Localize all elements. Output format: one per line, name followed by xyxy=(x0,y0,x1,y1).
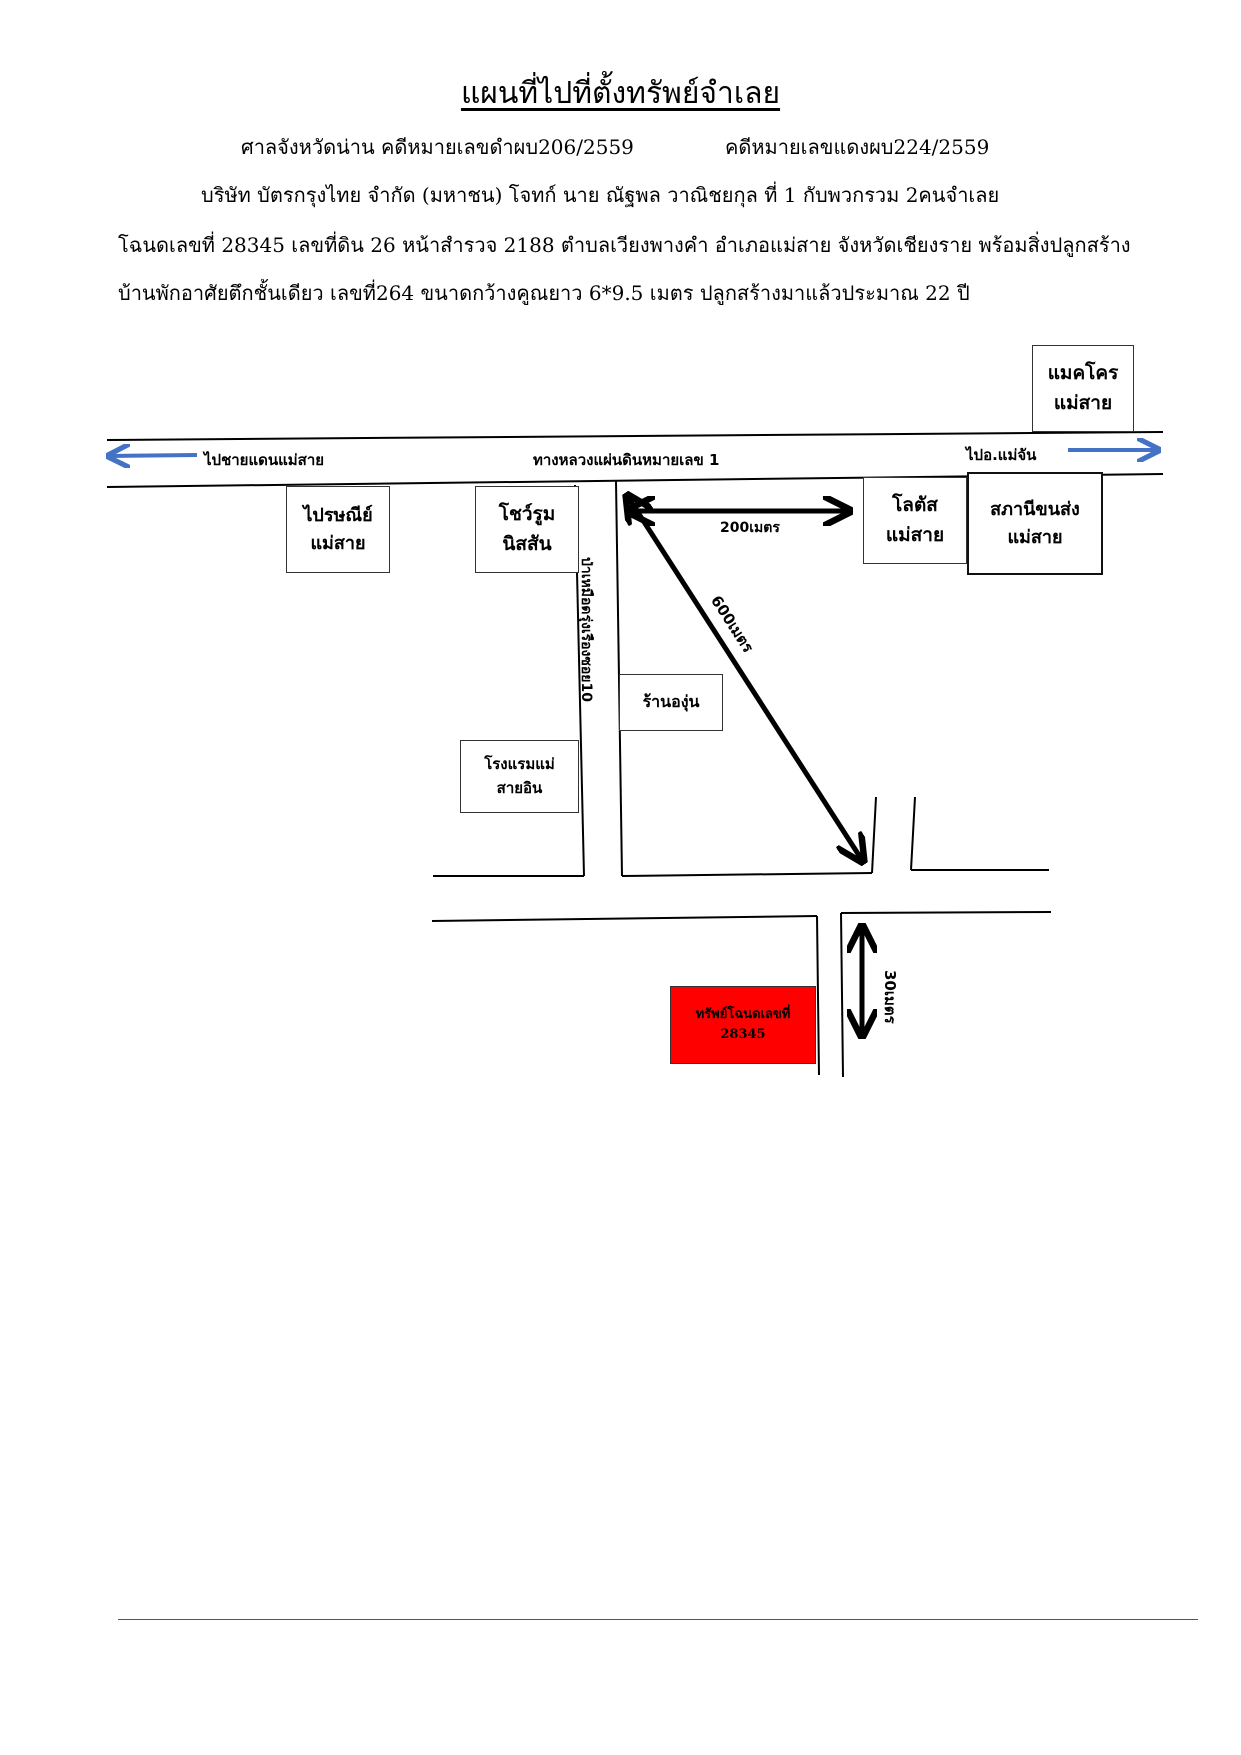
landmark-bus-station: สภานีขนส่ง แม่สาย xyxy=(967,472,1103,575)
label-soi-10: ป่าเหมือดรุ่งเรืองซอย10 xyxy=(578,557,594,702)
cross-road-south-east xyxy=(840,911,1052,914)
label-highway: ทางหลวงแผ่นดินหมายเลข 1 xyxy=(533,451,720,469)
lane-east-edge xyxy=(840,912,844,1078)
label-to-border: ไปชายแดนแม่สาย xyxy=(204,451,325,469)
cross-road-north-mid xyxy=(621,872,873,877)
arrow-to-border xyxy=(110,455,198,456)
side-road-east-edge xyxy=(910,796,916,871)
landmark-grape-shop: ร้านองุ่น xyxy=(619,674,723,731)
label-to-mae-chan: ไปอ.แม่จัน xyxy=(966,446,1037,464)
lane-west-edge xyxy=(816,915,820,1076)
red-case-number: คดีหมายเลขแดงผบ224/2559 xyxy=(725,135,990,159)
court-case-line: ศาลจังหวัดน่าน คดีหมายเลขดำผบ206/2559 xyxy=(241,135,634,159)
cross-road-south-west xyxy=(431,915,818,922)
landmark-makro: แมคโคร แม่สาย xyxy=(1032,345,1134,432)
landmark-post-office: ไปรษณีย์ แม่สาย xyxy=(286,486,390,573)
footer-rule xyxy=(118,1619,1198,1620)
landmark-nissan-showroom: โชว์รูม นิสสัน xyxy=(475,486,579,573)
landmark-lotus: โลตัส แม่สาย xyxy=(863,477,967,564)
distance-arrow-600m xyxy=(628,497,862,860)
parties-line: บริษัท บัตรกรุงไทย จำกัด (มหาชน) โจทก์ น… xyxy=(201,183,1000,207)
page-title: แผนที่ไปที่ตั้งทรัพย์จำเลย xyxy=(460,76,781,111)
house-line: บ้านพักอาศัยตึกชั้นเดียว เลขที่264 ขนาดก… xyxy=(118,281,970,305)
landmark-hotel: โรงแรมแม่ สายอิน xyxy=(460,740,579,813)
property-deed-28345: ทรัพย์โฉนดเลขที่ 28345 xyxy=(670,986,816,1064)
deed-line: โฉนดเลขที่ 28345 เลขที่ดิน 26 หน้าสำรวจ … xyxy=(118,233,1131,257)
label-distance-200m: 200เมตร xyxy=(720,520,780,536)
side-road-west-edge xyxy=(871,796,877,874)
label-distance-30m: 30เมตร xyxy=(881,970,899,1024)
highway-north-edge xyxy=(106,431,1164,441)
